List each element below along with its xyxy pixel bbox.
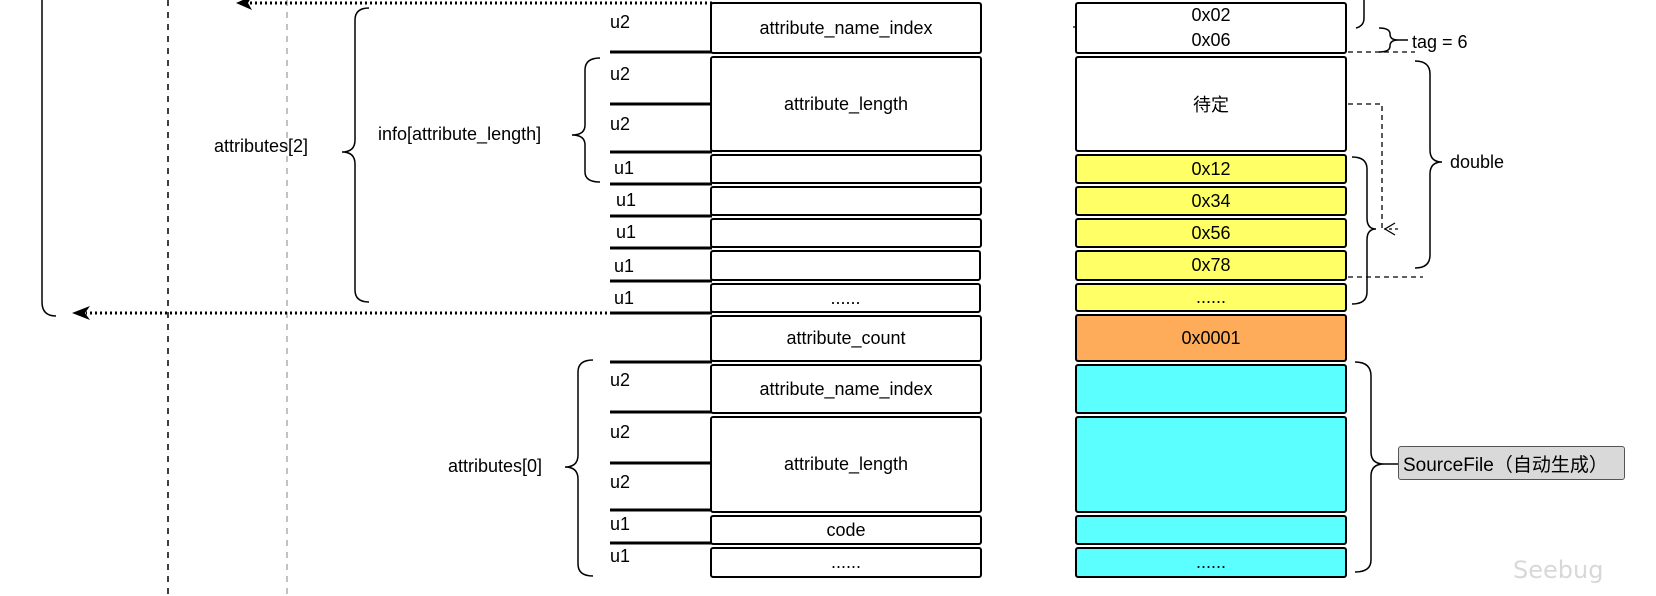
brace-attributes-2 [341,7,370,303]
byte-yellow: 0x34 [1075,186,1347,216]
label-attributes-0: attributes[0] [448,456,543,476]
size-marker: u2 [610,12,631,32]
field-code: code [710,515,982,545]
field-attribute-name-index: attribute_name_index [710,2,982,54]
size-marker: u2 [610,370,631,390]
size-marker: u1 [610,546,631,566]
field-attribute-count: attribute_count [710,315,982,362]
dashed-arrow-head [1383,222,1396,236]
field-attribute-length: attribute_length [710,416,982,513]
label-double: double [1450,152,1505,172]
size-marker: u2 [610,422,631,442]
size-marker: u1 [610,514,631,534]
brace-bytes [1351,156,1377,305]
field-byte [710,250,981,281]
field-byte [710,154,982,184]
dotted-arrow-top-head [236,0,252,10]
field-byte-ellipsis: ...... [710,283,981,313]
size-marker: u1 [616,222,637,242]
brace-info [571,57,601,183]
byte-pending: 待定 [1075,56,1347,152]
field-attribute-length: attribute_length [710,56,982,152]
field-byte [710,218,982,248]
label-sourcefile: SourceFile（自动生成） [1398,446,1625,480]
outer-bracket [41,0,57,317]
size-marker: u1 [614,158,635,178]
brace-tag [1378,27,1399,53]
watermark-seebug: Seebug [1513,556,1604,584]
size-marker: u2 [610,64,631,84]
byte-yellow: 0x78 [1075,250,1347,281]
byte-cyan [1075,364,1347,414]
size-marker: u2 [610,114,631,134]
byte-cyan-ellipsis: ...... [1075,547,1347,578]
label-attributes-2: attributes[2] [214,136,309,156]
size-marker: u1 [616,190,637,210]
byte-attribute-count: 0x0001 [1075,314,1347,362]
brace-sourcefile [1354,361,1385,573]
dotted-arrow-mid-head [72,306,90,320]
field-byte [710,186,982,216]
size-marker: u2 [610,472,631,492]
brace-attributes-0 [564,359,594,577]
brace-double [1414,60,1443,269]
byte-cyan [1075,515,1347,545]
byte-value: 0x06 [1191,30,1231,50]
byte-yellow: 0x56 [1075,218,1347,248]
label-info-attribute-length: info[attribute_length] [378,124,542,144]
byte-tag-box [1075,2,1347,54]
byte-yellow-ellipsis: ...... [1075,283,1347,312]
field-attribute-name-index: attribute_name_index [710,364,982,414]
byte-cyan [1075,416,1347,513]
size-marker: u1 [614,288,635,308]
byte-yellow: 0x12 [1075,154,1347,184]
label-tag: tag = 6 [1412,32,1468,52]
size-marker: u1 [614,256,635,276]
field-byte-ellipsis: ...... [710,547,982,578]
byte-value: 0x02 [1191,5,1231,25]
